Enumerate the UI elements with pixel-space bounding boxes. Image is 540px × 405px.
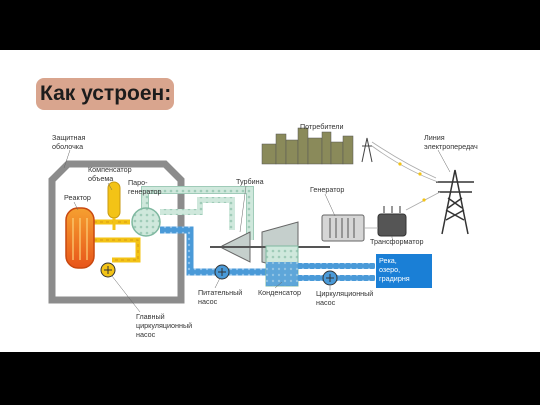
water-source-label-3: градирня	[379, 274, 410, 283]
small-tower	[361, 137, 373, 163]
npp-diagram: Защитная оболочка Компенсатор объема Реа…	[48, 122, 478, 339]
condenser-label: Конденсатор	[258, 288, 301, 297]
circulation-pump-label-2: насос	[316, 298, 336, 307]
containment-label-2: оболочка	[52, 142, 83, 151]
power-line-label-1: Линия	[424, 133, 445, 142]
feed-pump-label-1: Питательный	[198, 288, 242, 297]
circulation-pump-label-1: Циркуляционный	[316, 289, 373, 298]
pressurizer-label-2: объема	[88, 174, 113, 183]
main-pump-label-2: циркуляционный	[136, 321, 192, 330]
feedwater-pipe	[160, 226, 270, 276]
steam-generator-label-2: генератор	[128, 187, 161, 196]
primary-loop	[94, 219, 141, 263]
consumers-city	[261, 127, 354, 165]
steam-generator	[131, 207, 161, 237]
water-source-label-2: озеро,	[379, 265, 400, 274]
page-title: Как устроен:	[40, 82, 172, 105]
generator-label: Генератор	[310, 185, 344, 194]
power-line-label-2: электропередач	[424, 142, 478, 151]
reactor-label: Реактор	[64, 193, 91, 202]
pressurizer-label-1: Компенсатор	[88, 165, 132, 174]
turbine-label: Турбина	[236, 177, 264, 186]
steam-generator-label-1: Паро-	[128, 178, 148, 187]
feed-pump-label-2: насос	[198, 297, 218, 306]
consumers-label: Потребители	[300, 122, 344, 131]
water-source-box	[376, 254, 432, 288]
pressurizer	[107, 181, 121, 219]
slide: Защитная оболочка Компенсатор объема Реа…	[0, 50, 540, 352]
transformer-label: Трансформатор	[370, 237, 423, 246]
title-highlight	[36, 78, 174, 110]
containment-label-1: Защитная	[52, 133, 86, 142]
transformer	[377, 213, 407, 237]
containment-building	[48, 160, 185, 304]
water-source-label-1: Река,	[379, 256, 397, 265]
main-pump-label-1: Главный	[136, 312, 165, 321]
main-pump-label-3: насос	[136, 330, 156, 339]
generator	[321, 214, 365, 242]
transmission-tower	[436, 169, 474, 235]
